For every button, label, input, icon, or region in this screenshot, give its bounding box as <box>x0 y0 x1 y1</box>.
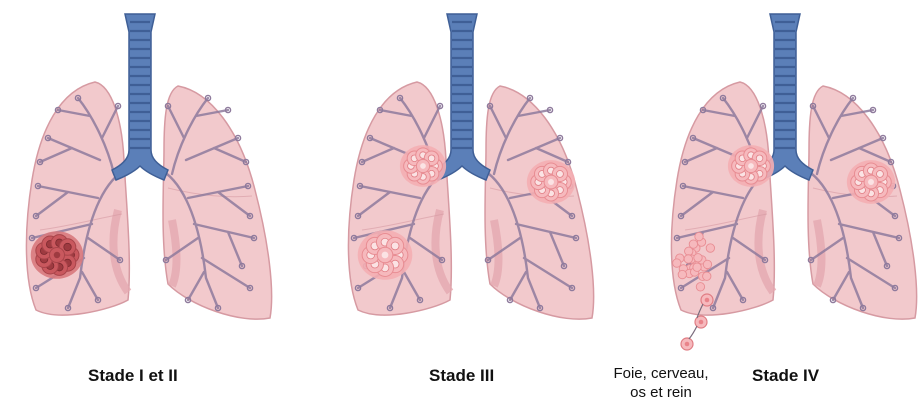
stage-label-1-2: Stade I et II <box>88 366 178 386</box>
right-lung <box>808 86 917 319</box>
right-lung <box>163 86 272 319</box>
stage-label-3: Stade III <box>429 366 494 386</box>
tumor-lower-left <box>31 231 84 279</box>
metastasis-line-1: Foie, cerveau, <box>598 364 724 383</box>
lungs-stage-1 <box>26 14 271 319</box>
lungs-stage-2 <box>348 14 593 319</box>
metastasis-line-2: os et rein <box>598 383 724 402</box>
stage-label-4: Stade IV <box>752 366 819 386</box>
tumor-upper-right <box>847 160 895 204</box>
right-lung <box>485 86 594 319</box>
tumor-upper-left <box>400 145 446 187</box>
metastasis-label: Foie, cerveau, os et rein <box>598 364 724 402</box>
tumor-upper-left <box>728 145 774 187</box>
lungs-stage-3 <box>671 14 916 350</box>
tumor-upper-right <box>527 160 575 204</box>
tumor-lower-left <box>358 230 413 279</box>
